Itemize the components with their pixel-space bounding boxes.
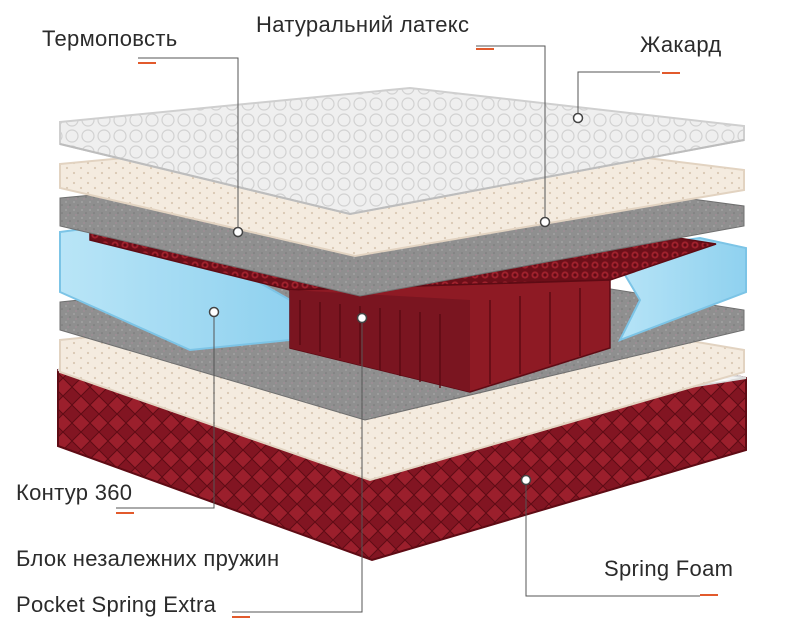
label-spring-foam: Spring Foam [604, 556, 733, 582]
label-thermofelt: Термоповсть [42, 26, 177, 52]
label-tick [476, 48, 494, 50]
label-tick [662, 72, 680, 74]
label-jacquard: Жакард [640, 32, 722, 58]
label-natural-latex: Натуральний латекс [256, 12, 469, 38]
label-tick [116, 512, 134, 514]
label-contour: Контур 360 [16, 480, 132, 506]
label-spring-block-line1: Блок незалежних пружин [16, 546, 279, 572]
label-tick [138, 62, 156, 64]
label-spring-block-line2: Pocket Spring Extra [16, 592, 216, 618]
label-tick [700, 594, 718, 596]
label-tick [232, 616, 250, 618]
